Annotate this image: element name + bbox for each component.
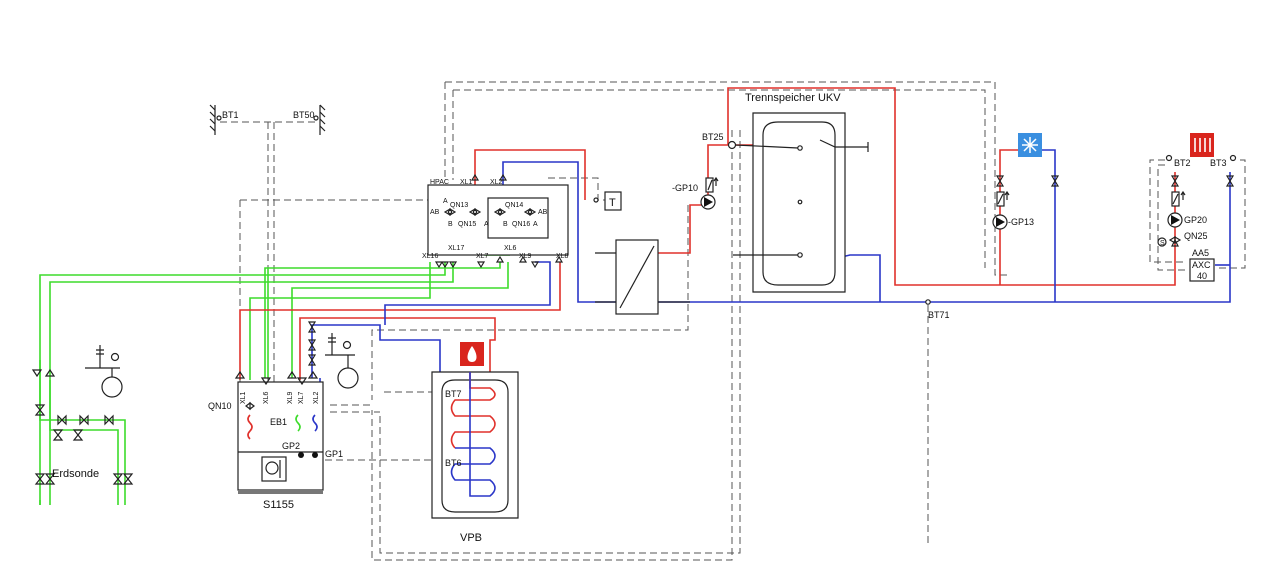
axc-label: AXC xyxy=(1192,260,1211,270)
bt71-label: BT71 xyxy=(928,310,950,320)
outdoor-sensor-bt1: BT1 xyxy=(209,104,239,135)
qn25-label: QN25 xyxy=(1184,231,1208,241)
qn14-label: QN14 xyxy=(505,202,523,209)
pump-gp10: -GP10 xyxy=(672,176,719,210)
hpac-xl2-label: XL2 xyxy=(490,179,503,186)
gp10-label: -GP10 xyxy=(672,183,698,193)
xl7-label: XL7 xyxy=(476,253,489,260)
svg-text:AB: AB xyxy=(538,209,548,216)
xl8-label: XL8 xyxy=(556,253,569,260)
xl17-label: XL17 xyxy=(448,245,464,252)
expansion-vessel-brine xyxy=(85,345,123,398)
heat-exchanger xyxy=(595,239,690,315)
heating-valves xyxy=(307,321,317,366)
three-way-valve-icon xyxy=(443,207,457,217)
trennspeicher-label: Trennspeicher UKV xyxy=(745,92,841,104)
three-way-valve-icon xyxy=(493,207,507,217)
s1155-port-xl1: XL1 xyxy=(240,391,247,404)
qn10-label: QN10 xyxy=(208,401,232,411)
hpac-xl1-label: XL1 xyxy=(460,179,473,186)
bt25-label: BT25 xyxy=(702,132,724,142)
bt1-label: BT1 xyxy=(222,110,239,120)
bt2-label: BT2 xyxy=(1174,158,1191,168)
s1155-label: S1155 xyxy=(263,499,294,511)
sensor-bt25: BT25 xyxy=(702,132,737,150)
xl9-label: XL9 xyxy=(519,253,532,260)
xl6-label: XL6 xyxy=(504,245,517,252)
svg-text:A: A xyxy=(533,221,538,228)
svg-text:A: A xyxy=(484,221,489,228)
qn16-label: QN16 xyxy=(512,221,530,228)
room-sensor-bt50: BT50 xyxy=(293,104,326,135)
bt6-label: BT6 xyxy=(445,458,462,468)
expansion-vessel-heating xyxy=(325,333,359,389)
heat-pump-s1155: XL1 XL6 XL9 XL7 XL2 QN10 EB1 GP2 GP1 S11… xyxy=(208,370,343,511)
hpac-label: HPAC xyxy=(430,179,449,186)
three-way-valve-icon xyxy=(468,207,482,217)
t-label: T xyxy=(609,197,616,209)
bt3-label: BT3 xyxy=(1210,158,1227,168)
s1155-port-xl2: XL2 xyxy=(313,391,320,404)
sensor-bt71: BT71 xyxy=(925,299,950,320)
hot-water-tank-vpb: BT7 BT6 VPB xyxy=(431,342,519,544)
erdsonde-label: Erdsonde xyxy=(52,468,99,480)
heating-circuit: BT2 BT3 GP20 S QN25 AA5 AXC 40 xyxy=(1157,133,1237,282)
s1155-port-xl6: XL6 xyxy=(263,391,270,404)
gp2-label: GP2 xyxy=(282,441,300,451)
aa5-label: AA5 xyxy=(1192,248,1209,258)
signal-lines xyxy=(220,81,1246,561)
s1155-port-xl7: XL7 xyxy=(298,391,305,404)
svg-text:B: B xyxy=(503,221,508,228)
eb1-label: EB1 xyxy=(270,417,287,427)
axc-40-label: 40 xyxy=(1197,271,1207,281)
buffer-tank-ukv: Trennspeicher UKV xyxy=(733,92,869,293)
qn13-label: QN13 xyxy=(450,202,468,209)
gp13-label: -GP13 xyxy=(1008,217,1034,227)
bt7-label: BT7 xyxy=(445,389,462,399)
thermostat-box: T xyxy=(593,191,622,211)
cooling-circuit: -GP13 xyxy=(992,133,1060,230)
borehole-valves: Erdsonde xyxy=(31,368,134,485)
three-way-valve-icon xyxy=(523,207,537,217)
xl16-label: XL16 xyxy=(422,253,438,260)
svg-text:B: B xyxy=(448,221,453,228)
gp1-label: GP1 xyxy=(325,449,343,459)
gp20-label: GP20 xyxy=(1184,215,1207,225)
qn15-label: QN15 xyxy=(458,221,476,228)
s1155-ports: XL1 XL6 XL9 XL7 XL2 xyxy=(240,391,320,404)
svg-text:A: A xyxy=(443,198,448,205)
s1155-port-xl9: XL9 xyxy=(287,391,294,404)
svg-text:S: S xyxy=(1160,240,1165,247)
hpac-module: HPAC XL1 XL2 QN13 QN14 QN15 QN16 A AB B … xyxy=(422,173,569,269)
port-arrows xyxy=(434,173,564,269)
vpb-label: VPB xyxy=(460,532,482,544)
return-circuit xyxy=(247,149,1231,489)
bt50-label: BT50 xyxy=(293,110,315,120)
svg-text:AB: AB xyxy=(430,209,440,216)
